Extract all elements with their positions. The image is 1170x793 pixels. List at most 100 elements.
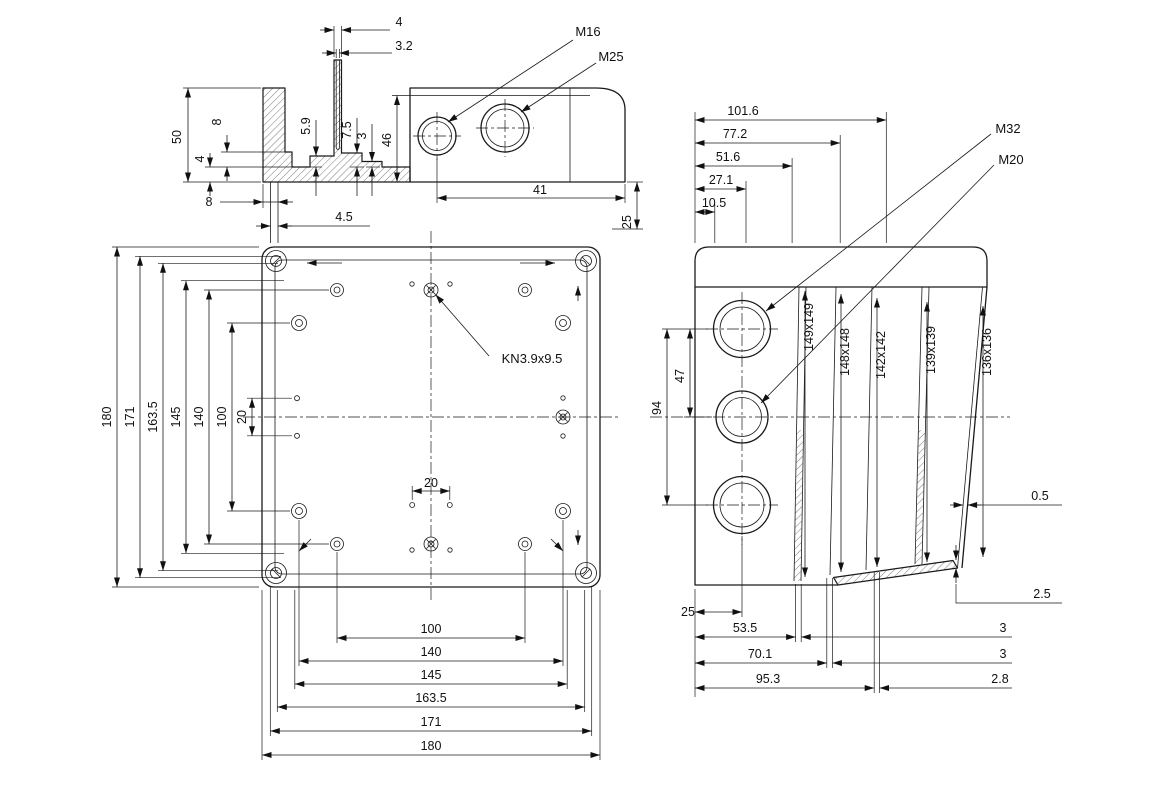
section-view: M16 M25 4 3.2 50 8 4 — [170, 15, 643, 243]
dim-top-10-5: 10.5 — [695, 196, 726, 215]
dim-95-3-label: 95.3 — [756, 672, 780, 686]
dim-4-top-label: 4 — [396, 15, 403, 29]
dim-left-163-5-label: 163.5 — [146, 401, 160, 432]
dim-4-5-label: 4.5 — [335, 210, 352, 224]
bottom-wedge-section — [832, 559, 959, 586]
dim-square-142: 142x142 — [874, 298, 888, 567]
dim-step-3a-label: 3 — [1000, 621, 1007, 635]
dim-square-149-label: 149x149 — [802, 303, 816, 351]
dim-25-section-label: 25 — [620, 215, 634, 229]
dim-53-5-label: 53.5 — [733, 621, 757, 635]
dim-3-label: 3 — [355, 132, 369, 139]
dim-94: 94 — [650, 328, 708, 506]
dim-step-3b-label: 3 — [1000, 647, 1007, 661]
dim-41-label: 41 — [533, 183, 547, 197]
dim-square-148: 148x148 — [838, 294, 852, 572]
dim-0-5: 0.5 — [950, 489, 1062, 508]
m32-label: M32 — [995, 121, 1020, 136]
dim-left-100: 100 — [215, 322, 290, 512]
plan-view: KN3.9x9.5 180 171 163.5 145 140 100 20 — [100, 231, 620, 760]
dim-left-171-label: 171 — [123, 407, 137, 428]
m25-hole — [476, 99, 534, 157]
dim-square-142-label: 142x142 — [874, 331, 888, 379]
dim-step-3b: 3 — [832, 578, 1012, 668]
dim-47-label: 47 — [673, 369, 687, 383]
dim-step-3a: 3 — [800, 584, 1012, 642]
dim-3: 3 — [355, 124, 380, 196]
dim-bottom-171: 171 — [269, 586, 593, 736]
label-m16: M16 — [447, 24, 601, 123]
dim-top-51-6-label: 51.6 — [716, 150, 740, 164]
side-view: 101.6 77.2 51.6 27.1 10.5 M32 M20 149x14… — [650, 104, 1062, 697]
dim-left-163-5: 163.5 — [146, 262, 278, 572]
m16-hole — [413, 112, 461, 160]
dim-95-3: 95.3 — [695, 572, 875, 693]
dim-46-label: 46 — [380, 133, 394, 147]
dim-left-171: 171 — [123, 255, 281, 579]
dim-bottom-140: 140 — [298, 520, 564, 666]
dim-left-100-label: 100 — [215, 407, 229, 428]
body-outline — [694, 287, 838, 586]
dim-left-20-label: 20 — [235, 410, 249, 424]
dim-left-145: 145 — [169, 280, 284, 554]
dim-bottom-180-label: 180 — [421, 739, 442, 753]
dim-70-1: 70.1 — [695, 578, 828, 668]
dim-4-5: 4.5 — [256, 210, 370, 229]
dim-left-140: 140 — [192, 289, 329, 545]
corner-screw-bosses — [265, 250, 597, 584]
dim-step-2-8-label: 2.8 — [991, 672, 1008, 686]
dim-50-label: 50 — [170, 130, 184, 144]
dim-bottom-140-label: 140 — [421, 645, 442, 659]
lid-outline — [694, 246, 988, 288]
dim-top-27-1-label: 27.1 — [709, 173, 733, 187]
m20-label: M20 — [998, 152, 1023, 167]
dim-3-2-label: 3.2 — [395, 39, 412, 53]
dim-square-136: 136x136 — [980, 306, 994, 557]
dim-left-145-label: 145 — [169, 407, 183, 428]
dim-46: 46 — [380, 95, 410, 182]
dim-top-10-5-label: 10.5 — [702, 196, 726, 210]
dims-top-extensions — [694, 112, 887, 243]
label-m25: M25 — [520, 49, 624, 113]
dim-7-5-label: 7.5 — [340, 121, 354, 138]
dim-94-label: 94 — [650, 401, 664, 415]
dim-50: 50 — [170, 87, 261, 183]
dim-center-20: 20 — [411, 476, 451, 500]
dim-square-149: 149x149 — [802, 291, 816, 577]
dim-left-180-label: 180 — [100, 407, 114, 428]
dim-left-20: 20 — [235, 397, 292, 437]
dim-0-5-label: 0.5 — [1031, 489, 1048, 503]
dim-2-5: 2.5 — [953, 545, 1062, 604]
dim-square-148-label: 148x148 — [838, 328, 852, 376]
dim-left-140-label: 140 — [192, 407, 206, 428]
mounting-holes — [291, 281, 571, 553]
dim-41: 41 — [436, 158, 626, 203]
dim-47: 47 — [673, 329, 712, 418]
dim-bottom-100: 100 — [336, 552, 526, 643]
dim-bottom-145-label: 145 — [421, 668, 442, 682]
dim-70-1-label: 70.1 — [748, 647, 772, 661]
lid-direction-arrows — [298, 260, 581, 552]
dim-center-20-label: 20 — [424, 476, 438, 490]
dim-top-101-6-label: 101.6 — [727, 104, 758, 118]
dim-top-77-2: 77.2 — [695, 127, 841, 146]
dim-bottom-100-label: 100 — [421, 622, 442, 636]
dim-4-flange-label: 4 — [193, 155, 207, 162]
dim-bottom-180: 180 — [261, 590, 601, 760]
dim-7-5: 7.5 — [340, 118, 364, 196]
label-knockout: KN3.9x9.5 — [435, 294, 562, 366]
dim-top-27-1: 27.1 — [695, 173, 746, 192]
dim-step-2-8: 2.8 — [879, 572, 1012, 693]
dim-5-9-label: 5.9 — [299, 117, 313, 134]
dim-square-139: 139x139 — [924, 302, 938, 562]
dim-8-upper: 8 — [205, 118, 292, 181]
dim-25-side-label: 25 — [681, 605, 695, 619]
dim-bottom-171-label: 171 — [421, 715, 442, 729]
dim-2-5-label: 2.5 — [1033, 587, 1050, 601]
dim-5-9: 5.9 — [299, 117, 322, 196]
dim-8-upper-label: 8 — [210, 118, 224, 125]
dim-square-136-label: 136x136 — [980, 328, 994, 376]
dim-top-77-2-label: 77.2 — [723, 127, 747, 141]
